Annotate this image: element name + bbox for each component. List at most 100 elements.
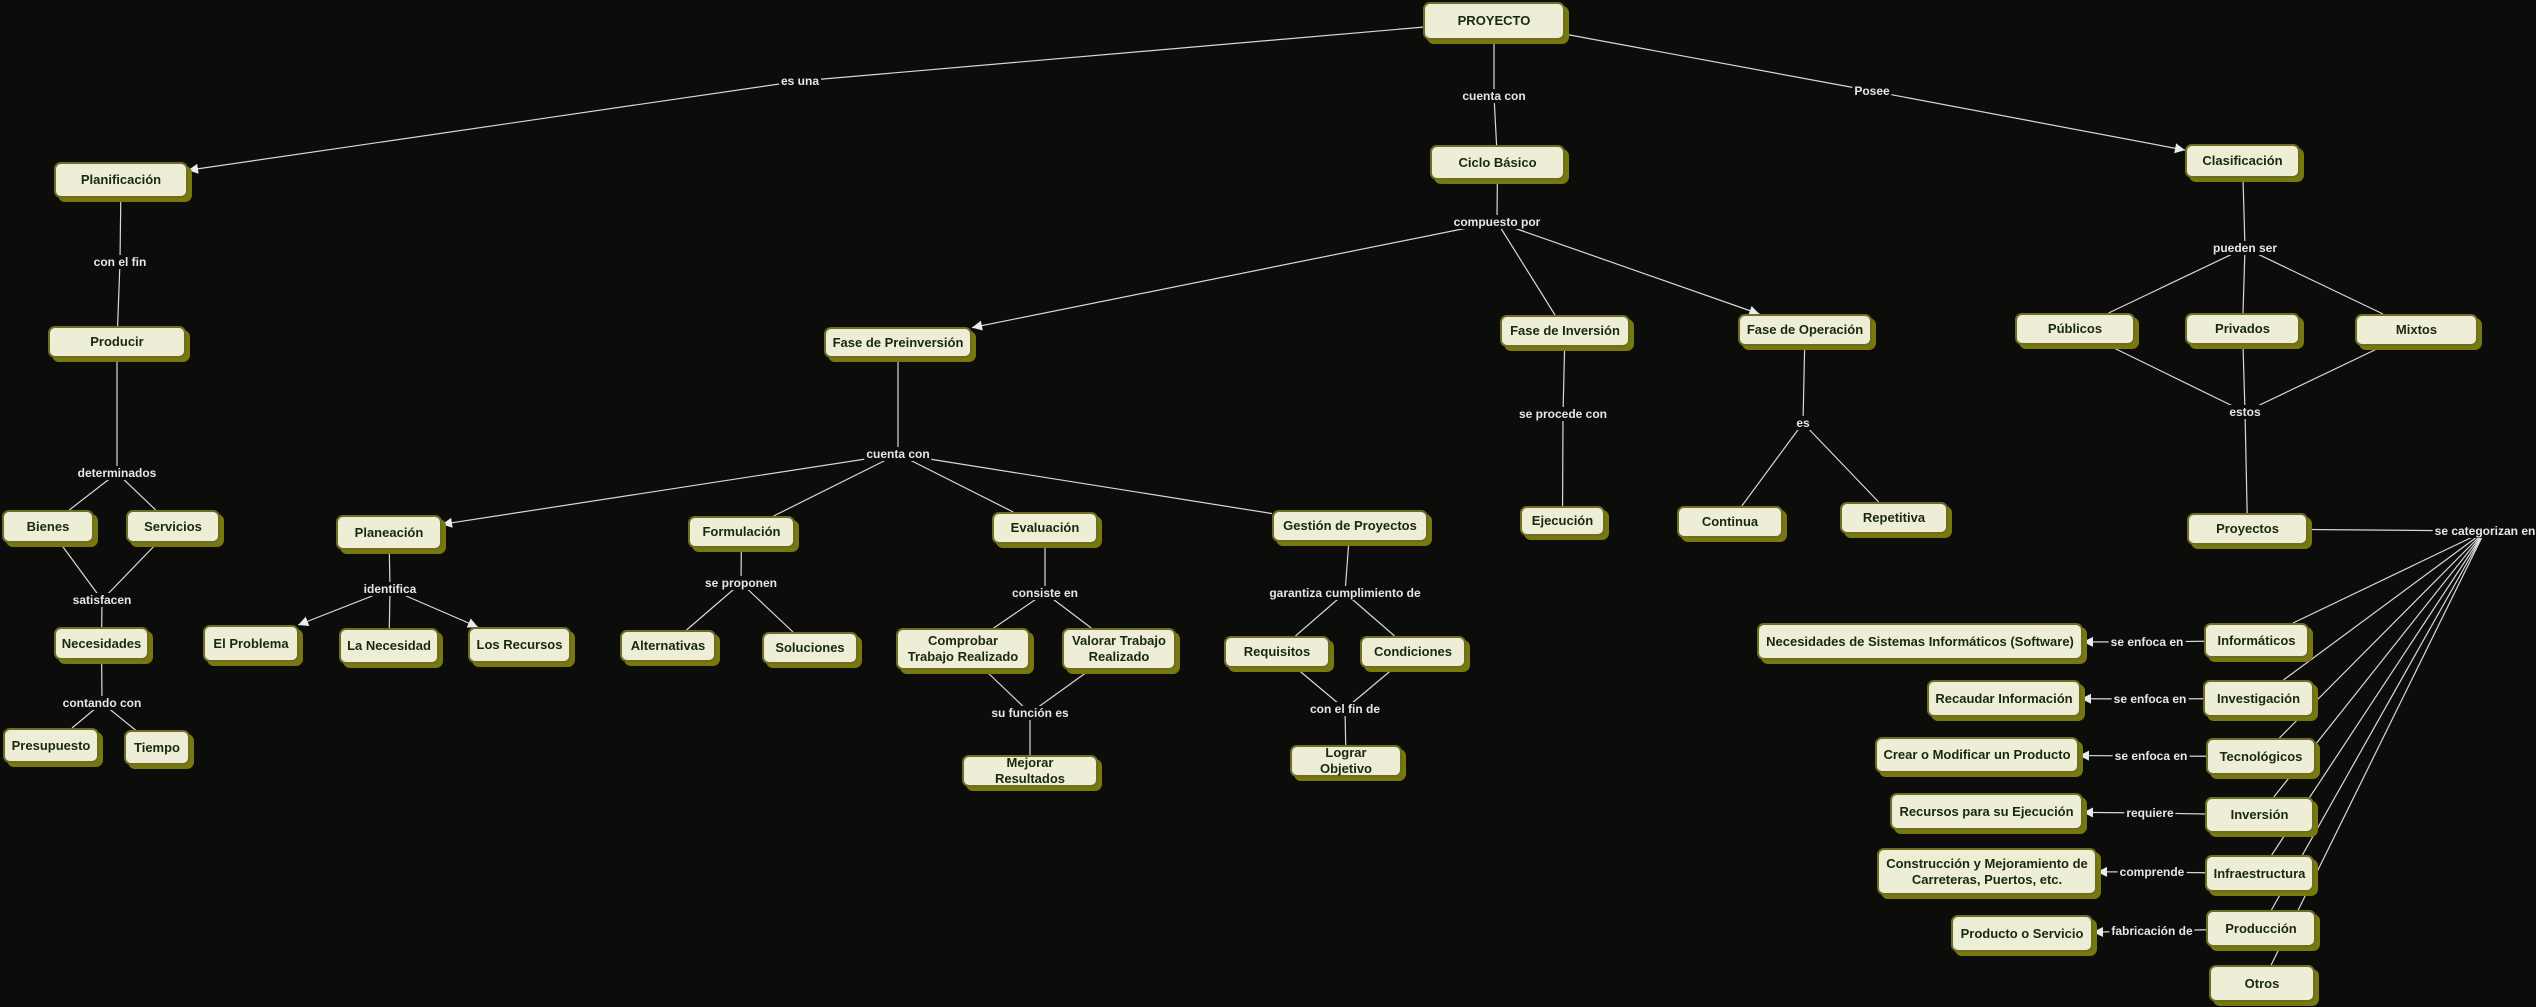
arrowhead-icon <box>2083 807 2094 818</box>
node-t-recursos[interactable]: Recursos para su Ejecución <box>1890 793 2083 830</box>
link-label-consiste-en: consiste en <box>1009 586 1081 600</box>
arrowhead-icon <box>2097 866 2108 877</box>
connector-fase_operacion-l_es <box>1802 345 1806 424</box>
node-comprobar[interactable]: Comprobar Trabajo Realizado <box>896 628 1030 670</box>
connector-l_compuesto_por-preinversion <box>971 221 1498 329</box>
link-label-garantiza: garantiza cumplimiento de <box>1267 586 1423 600</box>
connector-l_garantiza-requisitos <box>1295 592 1346 637</box>
node-repetitiva[interactable]: Repetitiva <box>1840 502 1948 534</box>
node-tecnologicos[interactable]: Tecnológicos <box>2206 738 2316 775</box>
node-fase-operacion[interactable]: Fase de Operación <box>1738 314 1872 346</box>
node-soluciones[interactable]: Soluciones <box>762 632 858 664</box>
connector-l_se_categorizan-otros <box>2270 530 2486 966</box>
connector-gestion-l_garantiza <box>1344 541 1350 594</box>
arrowhead-icon <box>466 618 478 628</box>
node-evaluacion[interactable]: Evaluación <box>992 512 1098 544</box>
link-label-es: es <box>1794 416 1812 430</box>
arrowhead-icon <box>442 517 453 528</box>
node-recursos[interactable]: Los Recursos <box>468 627 571 663</box>
node-proyectos[interactable]: Proyectos <box>2187 513 2308 545</box>
node-necesidades[interactable]: Necesidades <box>54 627 149 660</box>
node-formulacion[interactable]: Formulación <box>688 516 795 548</box>
connector-servicios-l_satisfacen <box>101 542 158 601</box>
node-inversion[interactable]: Inversión <box>2205 797 2314 833</box>
connector-l_es_una-planificacion <box>187 80 801 171</box>
connector-l_pueden_ser-mixtos <box>2244 247 2384 315</box>
link-label-con-el-fin-de: con el fin de <box>1307 702 1383 716</box>
arrowhead-icon <box>972 320 983 331</box>
node-valorar[interactable]: Valorar Trabajo Realizado <box>1062 628 1176 670</box>
node-tiempo[interactable]: Tiempo <box>124 730 190 765</box>
node-continua[interactable]: Continua <box>1677 506 1783 538</box>
arrowhead-icon <box>2079 750 2090 761</box>
node-privados[interactable]: Privados <box>2185 313 2300 345</box>
connector-fase_inversion-l_se_procede_con <box>1562 346 1566 415</box>
link-label-requiere: requiere <box>2124 806 2176 820</box>
connector-l_compuesto_por-fase_inversion <box>1496 221 1556 316</box>
connector-bienes-l_satisfacen <box>59 542 103 601</box>
connector-l_cuenta_con_1-ciclo <box>1493 95 1498 146</box>
connector-l_estos-proyectos <box>2244 411 2248 514</box>
node-t-producto[interactable]: Producto o Servicio <box>1951 915 2093 952</box>
node-t-recaudar[interactable]: Recaudar Información <box>1927 680 2081 717</box>
link-label-su-funcion: su función es <box>989 706 1071 720</box>
node-requisitos[interactable]: Requisitos <box>1224 636 1330 668</box>
node-lograr[interactable]: Lograr Objetivo <box>1290 745 1402 777</box>
node-preinversion[interactable]: Fase de Preinversión <box>824 327 972 358</box>
node-mixtos[interactable]: Mixtos <box>2355 314 2478 346</box>
node-producir[interactable]: Producir <box>48 326 186 358</box>
connector-l_con_el_fin-producir <box>117 261 121 327</box>
node-infraestructura[interactable]: Infraestructura <box>2205 855 2314 892</box>
node-fase-inversion[interactable]: Fase de Inversión <box>1500 315 1630 347</box>
connector-planificacion-l_con_el_fin <box>119 197 122 263</box>
link-label-con-el-fin: con el fin <box>91 255 149 269</box>
node-produccion[interactable]: Producción <box>2206 910 2316 947</box>
connector-proyecto-l_posee <box>1564 33 1873 92</box>
connector-l_se_categorizan-produccion <box>2270 530 2486 911</box>
node-bienes[interactable]: Bienes <box>2 510 94 543</box>
connector-valorar-l_su_funcion <box>1029 669 1091 714</box>
connector-l_pueden_ser-publicos <box>2108 247 2246 314</box>
node-investigacion[interactable]: Investigación <box>2203 680 2314 717</box>
node-alternativas[interactable]: Alternativas <box>620 630 716 662</box>
arrowhead-icon <box>2093 926 2104 937</box>
node-servicios[interactable]: Servicios <box>126 510 220 543</box>
node-condiciones[interactable]: Condiciones <box>1360 636 1466 668</box>
arrowhead-icon <box>1748 305 1760 316</box>
node-otros[interactable]: Otros <box>2209 965 2315 1002</box>
link-label-determinados: determinados <box>75 466 159 480</box>
link-label-identifica: identifica <box>361 582 419 596</box>
node-t-software[interactable]: Necesidades de Sistemas Informáticos (So… <box>1757 623 2083 660</box>
node-ejecucion[interactable]: Ejecución <box>1520 506 1605 536</box>
node-problema[interactable]: El Problema <box>203 625 299 662</box>
link-label-enfoca-2: se enfoca en <box>2111 692 2189 706</box>
node-clasificacion[interactable]: Clasificación <box>2185 144 2300 178</box>
node-ciclo[interactable]: Ciclo Básico <box>1430 145 1565 180</box>
link-label-es-una: es una <box>778 74 822 88</box>
connector-privados-l_estos <box>2242 344 2246 413</box>
connector-l_es-repetitiva <box>1802 422 1880 503</box>
connector-proyecto-l_es_una <box>799 26 1424 82</box>
connector-l_se_categorizan-investigacion <box>2283 530 2486 681</box>
node-t-construccion[interactable]: Construcción y Mejoramiento de Carretera… <box>1877 848 2097 895</box>
node-proyecto[interactable]: PROYECTO <box>1423 2 1565 40</box>
link-label-se-categorizan: se categorizan en <box>2432 524 2536 538</box>
node-t-crear[interactable]: Crear o Modificar un Producto <box>1875 737 2079 773</box>
connector-l_se_proponen-soluciones <box>740 582 794 633</box>
connector-mixtos-l_estos <box>2244 345 2384 413</box>
connector-l_pueden_ser-privados <box>2242 247 2246 314</box>
node-publicos[interactable]: Públicos <box>2015 313 2135 345</box>
link-label-se-proponen: se proponen <box>702 576 780 590</box>
link-label-cuenta-con-2: cuenta con <box>864 447 932 461</box>
node-necesidad[interactable]: La Necesidad <box>339 628 439 664</box>
connector-clasificacion-l_pueden_ser <box>2242 177 2246 249</box>
node-planeacion[interactable]: Planeación <box>336 515 442 550</box>
link-label-cuenta-con-1: cuenta con <box>1460 89 1528 103</box>
node-mejorar[interactable]: Mejorar Resultados <box>962 755 1098 787</box>
node-gestion[interactable]: Gestión de Proyectos <box>1272 510 1428 542</box>
node-presupuesto[interactable]: Presupuesto <box>3 728 99 763</box>
connector-l_cuenta_con_2-gestion <box>897 453 1273 515</box>
node-informaticos[interactable]: Informáticos <box>2204 623 2309 658</box>
node-planificacion[interactable]: Planificación <box>54 162 188 198</box>
link-label-enfoca-1: se enfoca en <box>2108 635 2186 649</box>
